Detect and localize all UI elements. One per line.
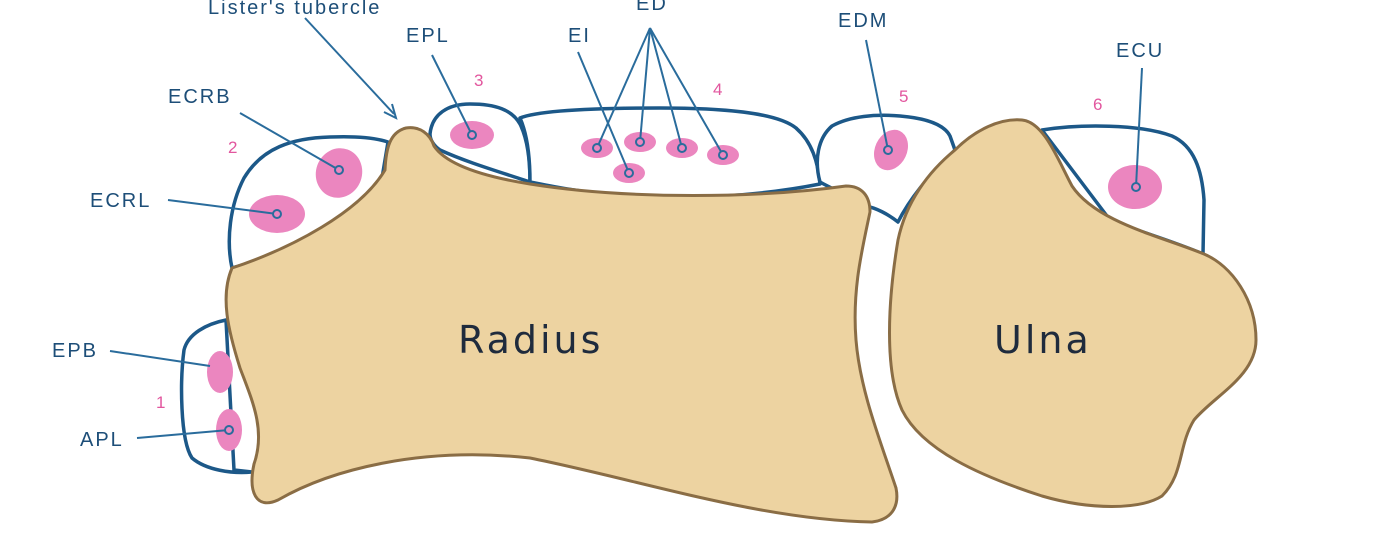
epl-leader-line	[431, 54, 473, 136]
listers-arrowhead	[383, 103, 398, 120]
ecrb-dot	[334, 165, 344, 175]
epb-leader-line	[109, 350, 211, 367]
apl-leader-line	[136, 429, 230, 439]
ed-leader-line-2	[639, 27, 651, 143]
epb-label: EPB	[52, 340, 98, 362]
compartment-number-2: 2	[228, 138, 237, 157]
ed-leader-line-4	[649, 27, 724, 156]
listers-label: Lister's tubercle	[208, 0, 381, 19]
apl-label: APL	[80, 429, 124, 451]
ecu-leader-line	[1135, 67, 1143, 188]
ecrb-label: ECRB	[168, 86, 232, 108]
ed-label: ED	[636, 0, 668, 15]
ulna-bone	[888, 118, 1258, 508]
ecrl-leader-line	[167, 199, 278, 215]
edm-leader-line	[865, 39, 889, 151]
epb-tendon	[207, 351, 233, 393]
epl-label: EPL	[406, 25, 450, 47]
ed-leader-line-1	[596, 27, 651, 149]
ecrl-dot	[272, 209, 282, 219]
edm-label: EDM	[838, 10, 888, 32]
ei-leader-line	[577, 51, 630, 174]
tendon-labels: Lister's tubercle EPL EI ED EDM ECU ECRB…	[52, 0, 1164, 451]
compartment-number-1: 1	[156, 393, 165, 412]
listers-leader-line	[304, 17, 395, 115]
compartment-number-3: 3	[474, 71, 483, 90]
ecu-dot	[1131, 182, 1141, 192]
ecrb-leader-line	[239, 112, 340, 171]
ed-dot-1	[592, 143, 602, 153]
compartment-number-4: 4	[713, 80, 722, 99]
edm-dot	[883, 145, 893, 155]
compartment-1-sheath	[179, 318, 254, 475]
ecu-label: ECU	[1116, 40, 1164, 62]
compartment-number-5: 5	[899, 87, 908, 106]
ed-dot-2	[635, 137, 645, 147]
ed-leader-line-3	[649, 27, 683, 149]
compartment-number-6: 6	[1093, 95, 1102, 114]
ei-label: EI	[568, 25, 591, 47]
ecrl-label: ECRL	[90, 190, 151, 212]
radius-bone	[224, 126, 899, 524]
apl-dot	[224, 425, 234, 435]
compartment-numbers: 1 2 3 4 5 6	[156, 71, 1102, 412]
ulna-label: Ulna	[994, 318, 1092, 362]
leader-lines	[109, 17, 1143, 439]
epl-dot	[467, 130, 477, 140]
radius-label: Radius	[458, 318, 603, 362]
tendons	[207, 121, 1162, 451]
ed-dot-4	[718, 150, 728, 160]
leader-dots	[224, 130, 1141, 435]
ei-dot	[624, 168, 634, 178]
ed-dot-3	[677, 143, 687, 153]
